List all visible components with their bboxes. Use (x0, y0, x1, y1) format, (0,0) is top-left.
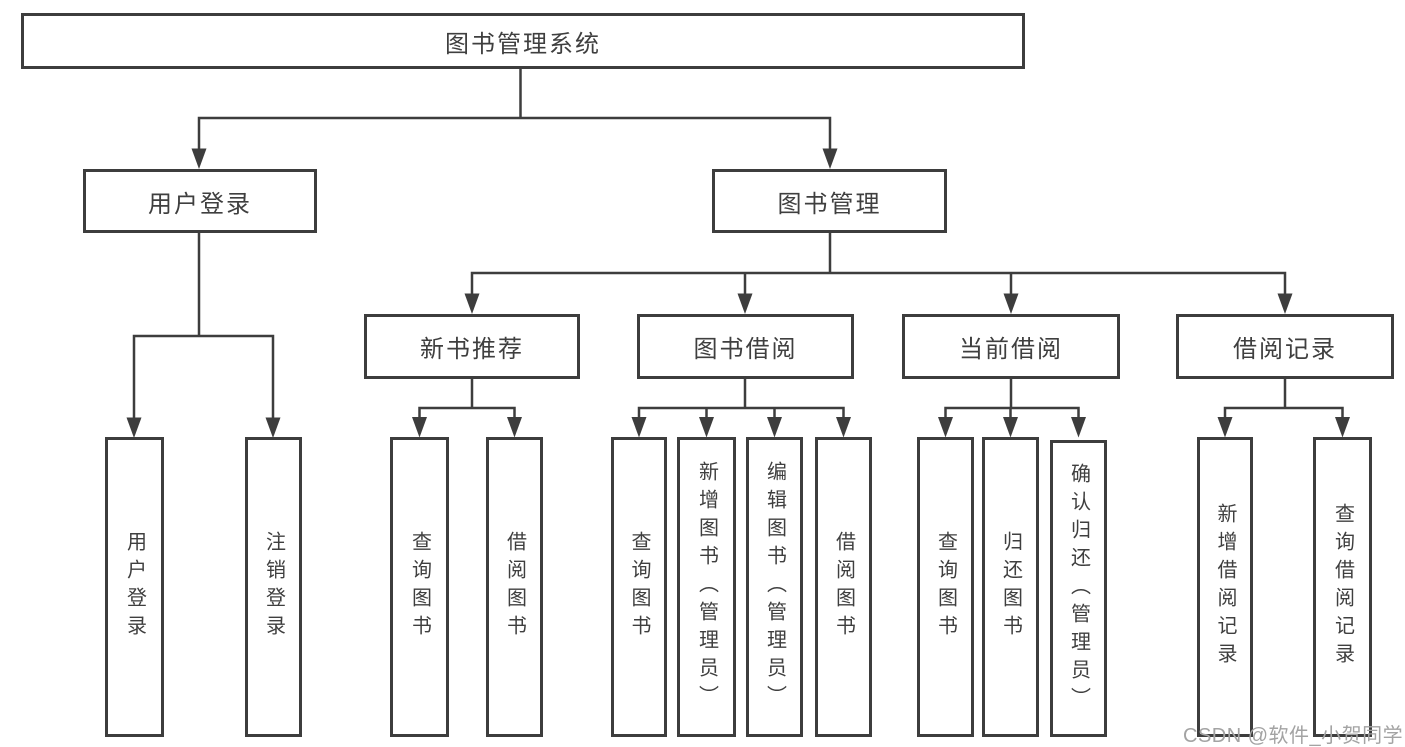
arrowheads (126, 148, 1350, 438)
node-book-management: 图书管理 (712, 169, 947, 233)
node-borrowing-records: 借阅记录 (1176, 314, 1394, 379)
node-label: 图书管理 (777, 190, 882, 218)
node-leaf-logout: 注销登录 (245, 437, 302, 737)
node-label: 确认归还（管理员） (1067, 462, 1090, 715)
node-label: 图书管理系统 (445, 30, 601, 58)
connector-borrow-records-to-leaves (1223, 375, 1344, 421)
node-label: 当前借阅 (959, 336, 1063, 363)
node-leaf-bb-add-books-admin: 新增图书（管理员） (677, 437, 736, 737)
node-leaf-bb-edit-books-admin: 编辑图书（管理员） (746, 437, 803, 737)
node-leaf-rec-query-books: 查询图书 (390, 437, 449, 737)
node-label: 查询借阅记录 (1331, 503, 1354, 671)
node-leaf-rec-borrow-books: 借阅图书 (486, 437, 543, 737)
node-leaf-br-query-record: 查询借阅记录 (1313, 437, 1372, 737)
node-library-management-system: 图书管理系统 (21, 13, 1025, 69)
node-leaf-cb-return-books: 归还图书 (982, 437, 1039, 737)
node-label: 新书推荐 (420, 336, 524, 363)
node-label: 查询图书 (408, 531, 431, 643)
connector-user-login-to-leaves (132, 229, 275, 421)
connector-root-to-level2 (197, 66, 832, 152)
node-leaf-bb-borrow-books: 借阅图书 (815, 437, 872, 737)
node-label: 新增图书（管理员） (695, 461, 718, 713)
connector-new-book-rec-to-leaves (418, 375, 516, 421)
node-user-login: 用户登录 (83, 169, 317, 233)
node-leaf-cb-query-books: 查询图书 (917, 437, 974, 737)
node-label: 注销登录 (262, 531, 285, 643)
node-label: 新增借阅记录 (1214, 503, 1236, 671)
node-label: 查询图书 (934, 531, 957, 643)
node-label: 归还图书 (999, 531, 1022, 643)
node-leaf-bb-query-books: 查询图书 (611, 437, 667, 737)
node-label: 查询图书 (628, 531, 650, 643)
connector-book-borrow-to-leaves (637, 375, 845, 421)
node-current-borrowing: 当前借阅 (902, 314, 1120, 379)
connector-current-borrow-to-leaves (944, 375, 1080, 421)
node-leaf-cb-confirm-return-admin: 确认归还（管理员） (1050, 440, 1107, 737)
node-label: 用户登录 (123, 531, 146, 643)
connector-book-mgmt-to-level3 (470, 229, 1287, 297)
node-label: 借阅图书 (832, 531, 855, 643)
node-leaf-user-login: 用户登录 (105, 437, 164, 737)
node-new-book-recommendation: 新书推荐 (364, 314, 580, 379)
node-leaf-br-add-record: 新增借阅记录 (1197, 437, 1253, 737)
node-book-borrowing: 图书借阅 (637, 314, 854, 379)
csdn-watermark: CSDN @软件_小贺同学 (1183, 725, 1404, 747)
node-label: 借阅记录 (1233, 336, 1337, 363)
node-label: 图书借阅 (693, 336, 798, 363)
node-label: 编辑图书（管理员） (763, 461, 786, 713)
node-label: 用户登录 (148, 190, 252, 218)
node-label: 借阅图书 (503, 531, 526, 643)
